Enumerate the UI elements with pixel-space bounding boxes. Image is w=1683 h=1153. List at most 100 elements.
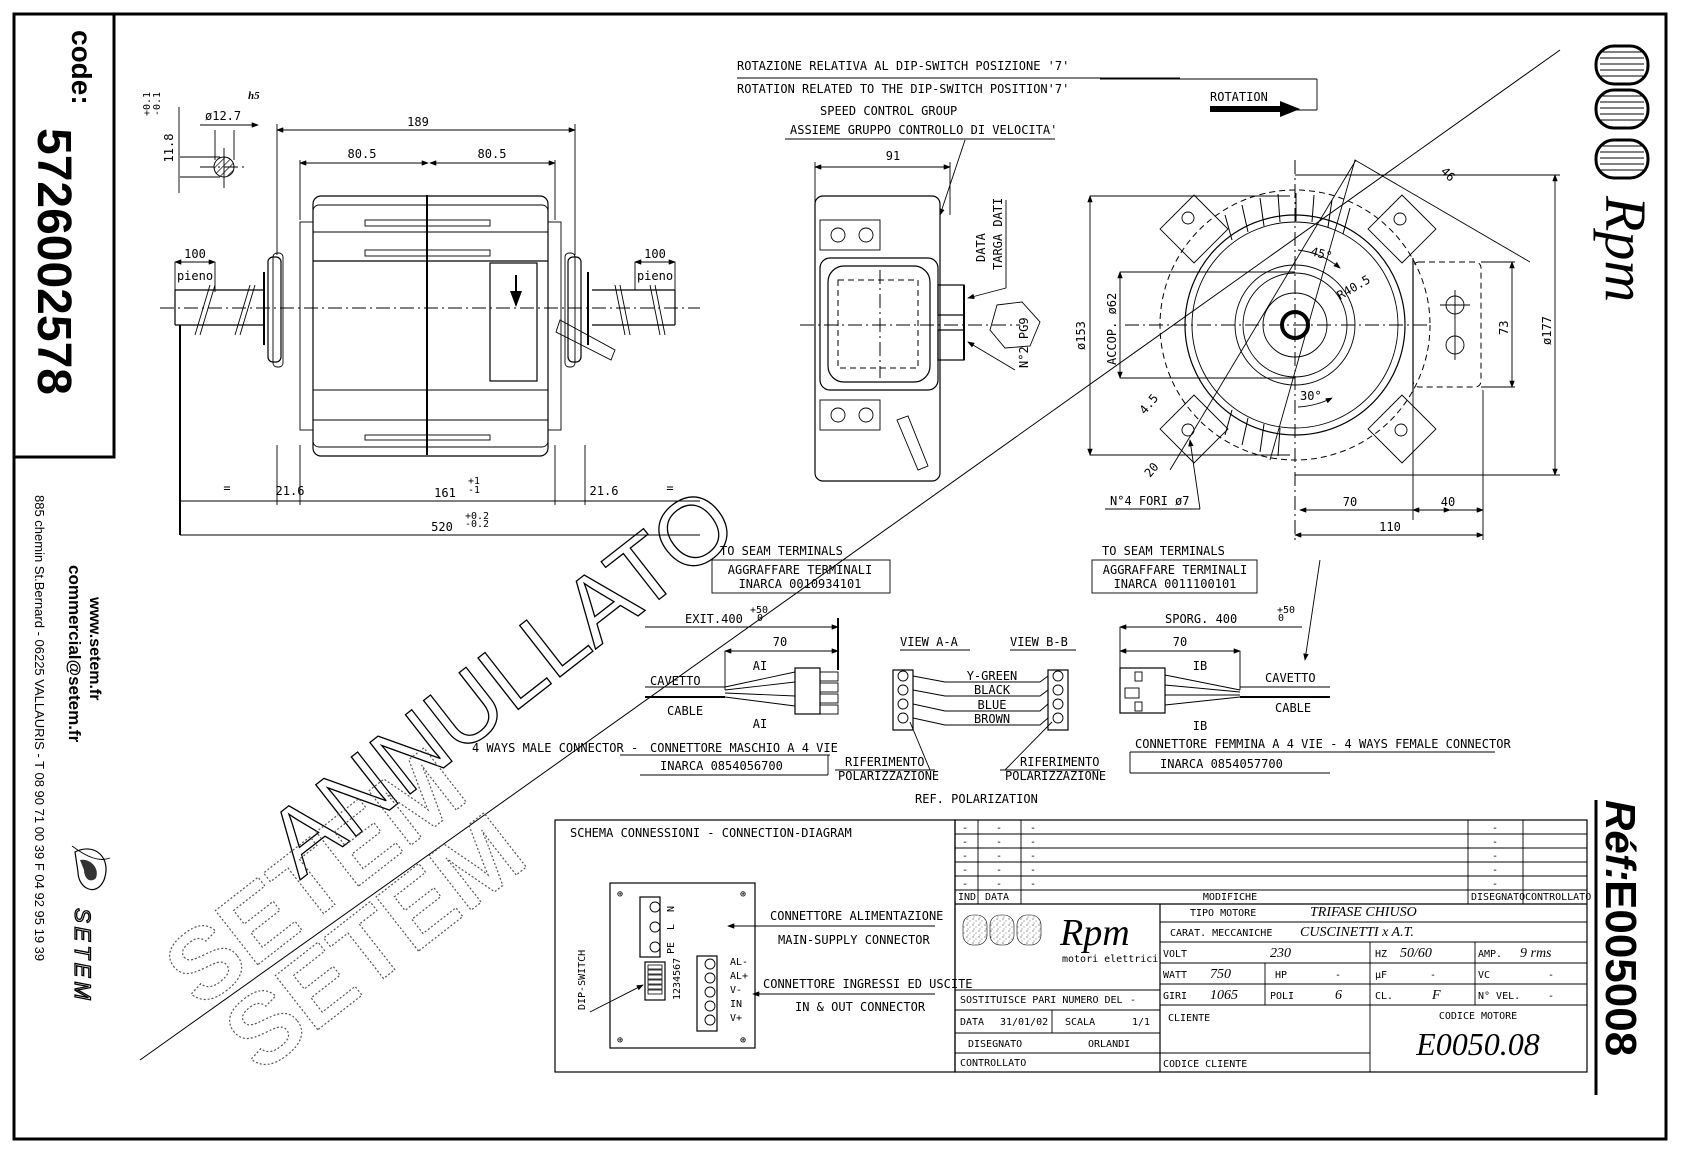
scala-label: SCALA [1065, 1017, 1095, 1028]
ref-polarization-en: REF. POLARIZATION [915, 792, 1038, 806]
hz-label: HZ [1375, 949, 1387, 960]
tipo-motore-value: TRIFASE CHIUSO [1310, 905, 1417, 920]
dip-numbers: 1234567 [672, 958, 683, 1000]
amp-label: AMP. [1478, 949, 1502, 960]
rotation-label: ROTATION [1210, 90, 1268, 104]
tol-bottom: -0.1 [152, 92, 163, 116]
dim-73: 73 [1497, 321, 1511, 335]
total-tol-plus: +0.2 [465, 511, 489, 522]
female-part-code: INARCA 0854057700 [1160, 757, 1283, 771]
mount-hole-icon: ⊕ [617, 1035, 623, 1046]
hp-label: HP [1275, 970, 1287, 981]
shaft-right-note: pieno [637, 269, 673, 283]
revision-cell-modifiche: - [1030, 865, 1036, 876]
dim-20: 20 [1142, 460, 1162, 480]
giri-label: GIRI [1163, 991, 1187, 1002]
nvel-label: N° VEL. [1478, 991, 1520, 1002]
revision-cell-modifiche: - [1030, 837, 1036, 848]
nvel-value: - [1548, 991, 1554, 1002]
sostituisce-label: SOSTITUISCE PARI NUMERO DEL [960, 995, 1123, 1006]
ref-value: E005008 [1596, 880, 1645, 1056]
revision-cell-disegnato: - [1492, 823, 1498, 834]
revision-cell-ind: - [962, 823, 968, 834]
term-al-plus: AL+ [730, 971, 748, 982]
revision-cell-ind: - [962, 837, 968, 848]
male-marker-bottom: AI [753, 717, 767, 731]
note-rotation-en: ROTATION RELATED TO THE DIP-SWITCH POSIT… [737, 82, 1069, 96]
dim-equal-right: = [666, 481, 673, 495]
male-len: 70 [773, 635, 787, 649]
connection-diagram: SCHEMA CONNESSIONI - CONNECTION-DIAGRAM … [554, 819, 973, 1073]
codice-motore-label: CODICE MOTORE [1439, 1011, 1517, 1022]
code-label: code: [66, 30, 97, 105]
ref-label: Réf: [1597, 800, 1644, 882]
hdr-data: DATA [985, 892, 1009, 903]
female-connector-detail: TO SEAM TERMINALS AGGRAFFARE TERMINALI I… [1091, 544, 1511, 774]
poli-label: POLI [1270, 991, 1294, 1002]
note-rotation-it: ROTAZIONE RELATIVA AL DIP-SWITCH POSIZIO… [737, 59, 1069, 73]
uf-value: - [1430, 970, 1436, 981]
radius-label: R40.5 [1335, 272, 1373, 302]
drawing-border [12, 12, 1668, 1141]
wire-blue: BLUE [978, 698, 1007, 712]
email-link[interactable]: commercial@setem.fr [65, 565, 84, 743]
code-value: 5726002578 [27, 128, 80, 395]
dim-shaft-left: 100 [184, 247, 206, 261]
term-v-minus: V- [730, 985, 742, 996]
female-cable-it: CAVETTO [1265, 671, 1316, 685]
ref-b-line2: POLARIZZAZIONE [1005, 769, 1106, 783]
poli-value: 6 [1335, 988, 1342, 1003]
vc-value: - [1548, 970, 1554, 981]
female-exit-tol-minus: 0 [1278, 613, 1284, 624]
male-connector-detail: TO SEAM TERMINALS AGGRAFFARE TERMINALI I… [472, 544, 891, 776]
dim-hub-left: 21.6 [276, 484, 305, 498]
website-link[interactable]: www.setem.fr [86, 596, 103, 700]
vc-label: VC [1478, 970, 1490, 981]
angle-30: 30° [1300, 389, 1322, 403]
female-marker-bottom: IB [1193, 719, 1207, 733]
data-value: 31/01/02 [1000, 1017, 1048, 1028]
dim-70: 70 [1343, 495, 1357, 509]
male-exit-label: EXIT.400 [685, 612, 743, 626]
shaft-flat: 11.8 [162, 134, 176, 163]
revision-cell-disegnato: - [1492, 865, 1498, 876]
mount-hole-icon: ⊕ [617, 889, 623, 900]
scala-value: 1/1 [1132, 1017, 1150, 1028]
rotation-arrow-icon [1210, 101, 1300, 117]
hdr-modifiche: MODIFICHE [1203, 892, 1257, 903]
gland-label: N°2 PG9 [1017, 317, 1031, 368]
dim-equal-left: = [223, 481, 230, 495]
motor-side-view: 189 80.5 80.5 100 [160, 115, 700, 536]
company-address: 885 chemin St.Bernard - 06225 VALLAURIS … [32, 495, 47, 961]
rpm-brand: Rpm [1593, 195, 1658, 302]
ref-a-line1: RIFERIMENTO [845, 755, 924, 769]
targa-label: TARGA DATI [991, 198, 1005, 270]
cl-label: CL. [1375, 991, 1393, 1002]
dim-half-left: 80.5 [348, 147, 377, 161]
revision-cell-data: - [996, 837, 1002, 848]
tol-top: +0.1 [142, 92, 153, 116]
revision-cell-data: - [996, 851, 1002, 862]
female-exit-label: SPORG. 400 [1165, 612, 1237, 626]
mount-hole-icon: ⊕ [740, 1035, 746, 1046]
dim-dia-177: ø177 [1540, 316, 1554, 345]
revision-cell-modifiche: - [1030, 879, 1036, 890]
dim-dia-153: ø153 [1074, 321, 1088, 350]
term-al-minus: AL- [730, 957, 748, 968]
title-logo-sub: motori elettrici [1062, 954, 1158, 965]
core-tol-plus: +1 [468, 476, 480, 487]
cl-value: F [1431, 988, 1441, 1003]
revision-cell-modifiche: - [1030, 823, 1036, 834]
core-tol-minus: -1 [468, 485, 480, 496]
dim-46: 46 [1438, 164, 1458, 184]
revision-cell-ind: - [962, 865, 968, 876]
female-exit-tol-plus: +50 [1277, 605, 1295, 616]
male-marker-top: AI [753, 659, 767, 673]
watt-label: WATT [1163, 970, 1187, 981]
dim-110: 110 [1379, 520, 1401, 534]
rpm-logo-icon [1594, 44, 1650, 180]
cancel-diagonal-line [139, 49, 1561, 1061]
tipo-motore-label: TIPO MOTORE [1190, 908, 1256, 919]
angle-45: 45° [1309, 244, 1334, 263]
control-box-view: 91 DATA TARGA DATI N°2 PG9 [800, 149, 1041, 482]
